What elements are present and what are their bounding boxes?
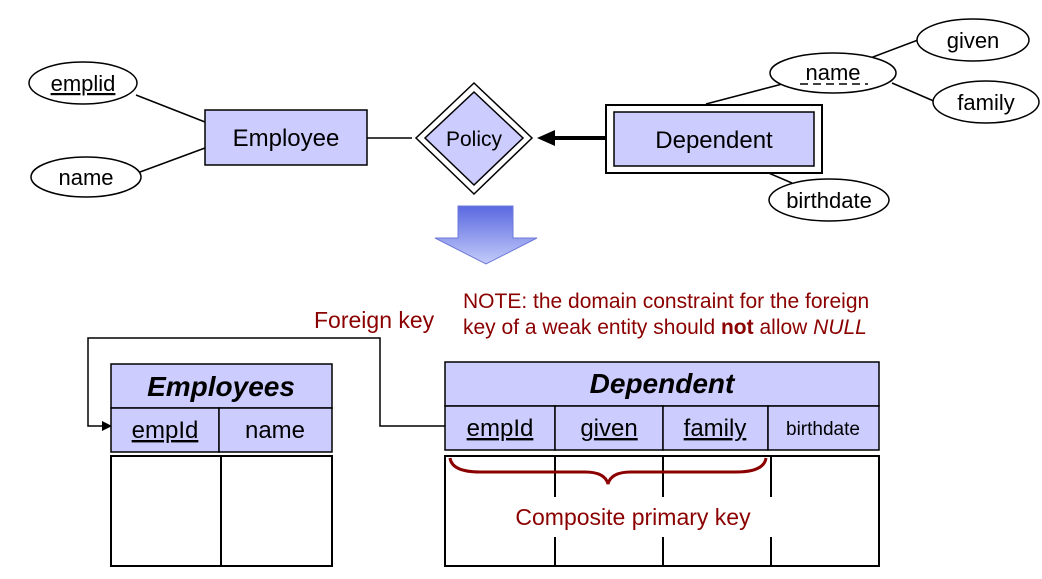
employees-col-empid: empId: [132, 417, 199, 444]
entity-employee-label: Employee: [233, 125, 340, 152]
dependent-col-empid: empId: [467, 415, 534, 442]
employees-col-empid-cell: [110, 407, 220, 453]
dependent-title: Dependent: [590, 368, 736, 399]
attr-emplid-label: emplid: [51, 71, 116, 96]
dependent-col-empid-cell: [444, 405, 556, 451]
foreign-key-label: Foreign key: [314, 307, 435, 333]
attr-family-label: family: [957, 90, 1014, 115]
attr-family: family: [932, 80, 1040, 124]
note-line-1: NOTE: the domain constraint for the fore…: [463, 290, 869, 313]
employees-title-cell: [110, 363, 333, 409]
dependent-col-birthdate: birthdate: [786, 419, 860, 440]
attr-employee-name-label: name: [58, 165, 113, 190]
employees-col-name-cell: [218, 407, 333, 453]
attr-dependent-name: name: [769, 52, 897, 94]
attr-employee-name: name: [30, 156, 142, 198]
transform-down-arrow-icon: [434, 205, 538, 265]
foreign-key-connector: [87, 337, 445, 427]
dependent-col-birthdate-cell: [767, 405, 880, 451]
employees-col-name: name: [245, 417, 305, 444]
attr-birthdate: birthdate: [768, 178, 890, 222]
name-employee-line: [139, 147, 206, 173]
name-family-line: [891, 82, 937, 103]
entity-dependent-label: Dependent: [655, 127, 773, 154]
relationship-policy-label: Policy: [446, 128, 503, 151]
attr-emplid: emplid: [28, 61, 138, 105]
table-dependent: Dependent empId given family birthdate: [444, 361, 880, 567]
attr-given-label: given: [947, 28, 1000, 53]
entity-employee: Employee: [204, 109, 368, 166]
fk-arrowhead-icon: [102, 421, 112, 431]
dependent-col-given: given: [580, 415, 637, 442]
attr-dependent-name-label: name: [805, 60, 860, 85]
dependent-col-family: family: [684, 415, 747, 442]
entity-dependent: Dependent: [605, 104, 823, 174]
attr-birthdate-label: birthdate: [786, 188, 872, 213]
composite-key-label: Composite primary key: [515, 504, 751, 530]
arrowhead-icon: [537, 130, 555, 146]
attr-given: given: [916, 18, 1030, 62]
dependent-name-line: [705, 81, 791, 105]
composite-key-brace: [448, 457, 768, 485]
emplid-employee-line: [135, 94, 206, 123]
employees-title: Employees: [147, 371, 295, 402]
table-employees: Employees empId name: [110, 363, 333, 567]
name-given-line: [864, 39, 919, 61]
composite-key-label-bg: [472, 497, 796, 537]
relationship-policy: Policy: [414, 81, 534, 196]
note-line-2: key of a weak entity should not allow NU…: [463, 316, 867, 339]
